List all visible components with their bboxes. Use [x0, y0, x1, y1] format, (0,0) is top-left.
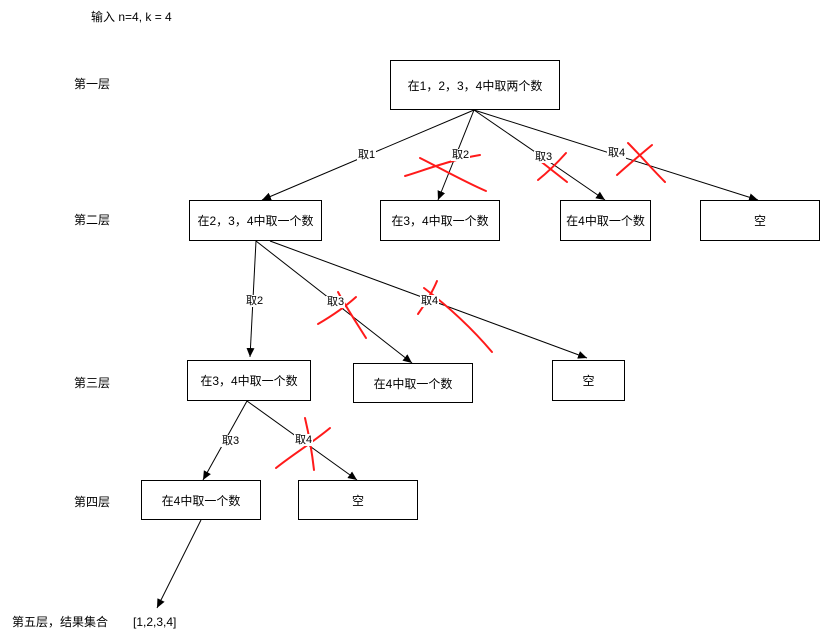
result-set: [1,2,3,4]	[133, 615, 177, 629]
level-label-1: 第一层	[74, 77, 111, 91]
node-level2-a-label: 在2，3，4中取一个数	[197, 214, 314, 228]
node-root-label: 在1，2，3，4中取两个数	[407, 78, 543, 93]
node-level2-b-label: 在3，4中取一个数	[391, 214, 489, 228]
node-level2-b: 在3，4中取一个数	[380, 200, 500, 241]
level-label-5: 第五层，结果集合	[12, 615, 109, 629]
node-level3-a: 在3，4中取一个数	[187, 360, 311, 401]
node-level2-d-label: 空	[753, 214, 766, 228]
cross-mark-e2	[404, 154, 487, 192]
edge-label-take-3: 取3	[534, 151, 554, 163]
level-label-2: 第二层	[74, 213, 111, 227]
node-level4-a-label: 在4中取一个数	[161, 493, 241, 508]
cross-mark-e7	[417, 280, 493, 353]
edge-label-take-3-l4: 取3	[221, 435, 241, 447]
edge-label-take-2-l3: 取2	[245, 295, 265, 307]
edge-label-take-2: 取2	[451, 149, 471, 161]
edge-label-take-3-l3: 取3	[326, 296, 346, 308]
node-level3-b: 在4中取一个数	[353, 363, 473, 403]
node-level2-a: 在2，3，4中取一个数	[189, 200, 322, 241]
node-level3-c-label: 空	[582, 374, 595, 388]
node-level3-a-label: 在3，4中取一个数	[200, 374, 298, 388]
edge-label-take-4: 取4	[607, 147, 627, 159]
node-root: 在1，2，3，4中取两个数	[390, 60, 560, 110]
node-level2-c: 在4中取一个数	[560, 200, 651, 241]
node-level3-c: 空	[552, 360, 625, 401]
node-level4-b-label: 空	[351, 493, 364, 508]
node-level4-a: 在4中取一个数	[141, 480, 261, 520]
cross-mark-e6	[317, 291, 367, 339]
node-level4-b: 空	[298, 480, 418, 520]
level-label-3: 第三层	[74, 376, 111, 390]
cross-mark-e4	[616, 142, 666, 183]
level-label-4: 第四层	[74, 495, 111, 509]
node-level3-b-label: 在4中取一个数	[373, 376, 453, 391]
node-level2-c-label: 在4中取一个数	[566, 214, 645, 228]
edge-n4a-result	[156, 519, 202, 609]
edge-label-take-4-l4: 取4	[294, 434, 314, 446]
node-level2-d: 空	[700, 200, 820, 241]
edge-label-take-1: 取1	[357, 149, 377, 161]
input-text: 输入 n=4, k = 4	[91, 10, 172, 24]
edge-label-take-4-l3: 取4	[420, 295, 440, 307]
